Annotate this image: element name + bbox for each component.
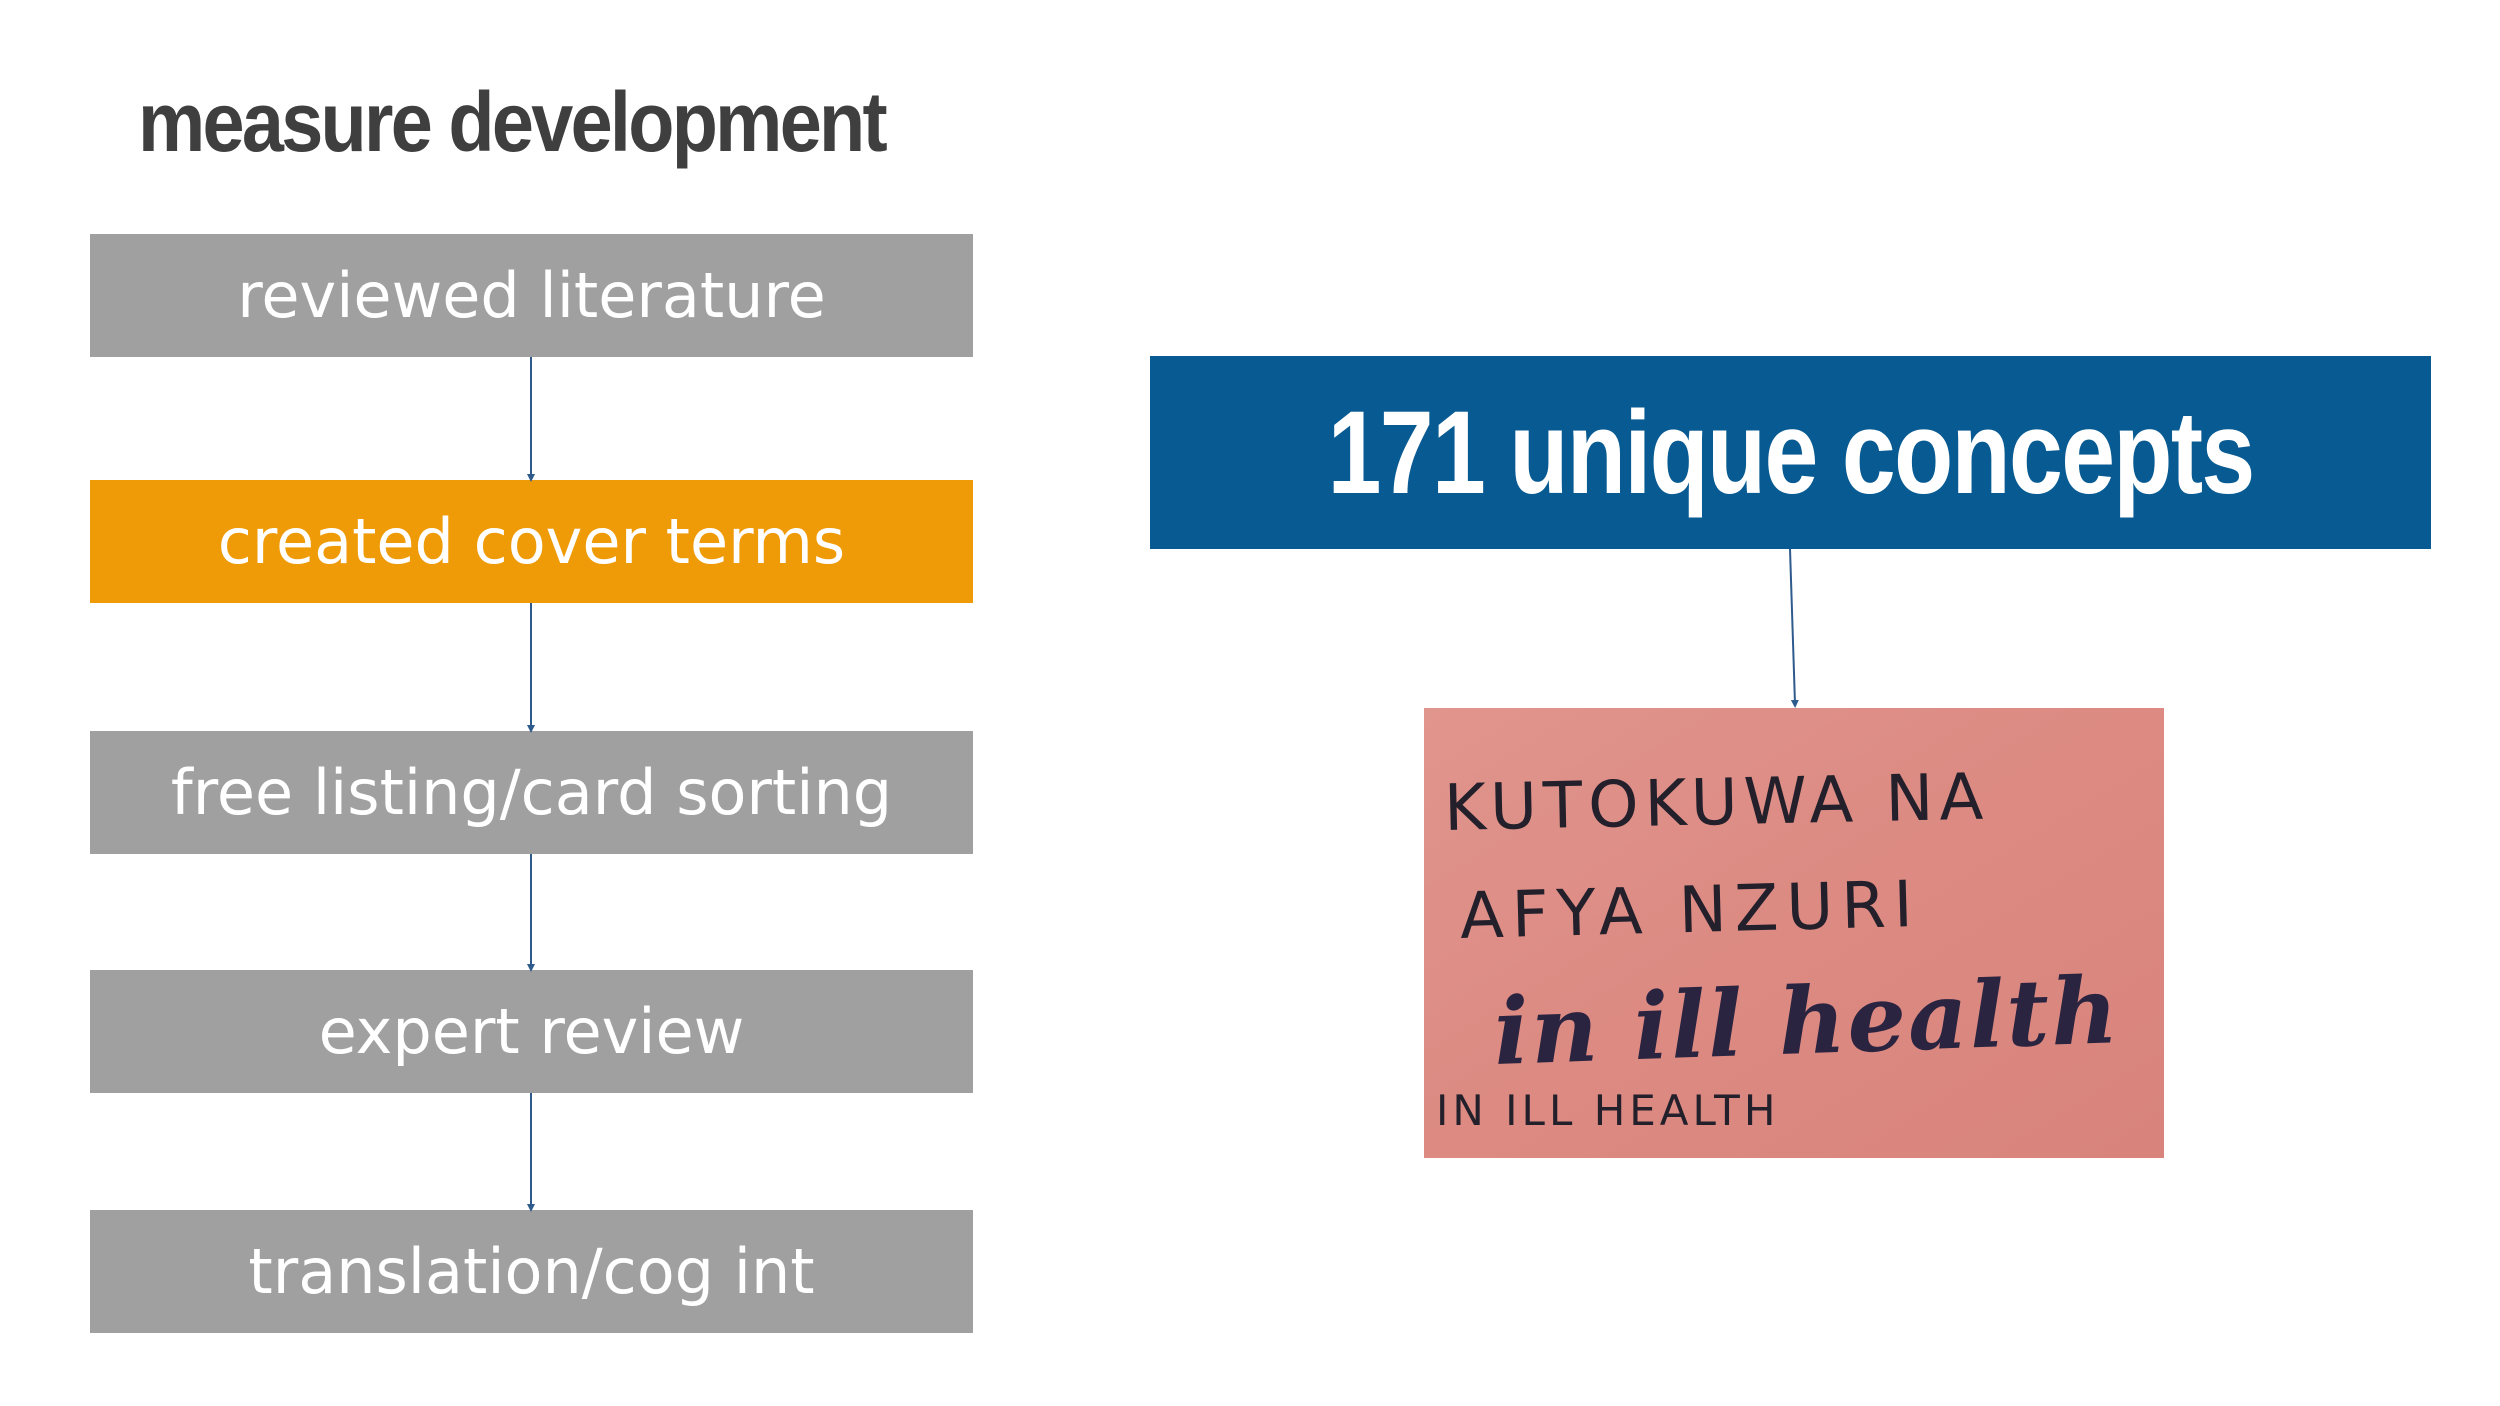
step-translation-cog-int: translation/cog int bbox=[90, 1210, 973, 1333]
slide-title: measure development bbox=[138, 75, 888, 169]
card-texture bbox=[1424, 708, 2164, 1158]
step-label: expert review bbox=[318, 995, 745, 1068]
step-label: free listing/card sorting bbox=[170, 756, 893, 829]
concepts-count-label: 171 unique concepts bbox=[1327, 386, 2256, 519]
step-label: created cover terms bbox=[217, 505, 846, 578]
step-reviewed-literature: reviewed literature bbox=[90, 234, 973, 357]
handwritten-card: KUTOKUWA NA AFYA NZURI in ill health IN … bbox=[1424, 708, 2164, 1158]
step-label: reviewed literature bbox=[237, 259, 826, 332]
step-expert-review: expert review bbox=[90, 970, 973, 1093]
step-label: translation/cog int bbox=[248, 1235, 815, 1308]
concepts-count-box: 171 unique concepts bbox=[1150, 356, 2431, 549]
card-swahili-line-1: KUTOKUWA NA bbox=[1443, 760, 1990, 846]
card-english-script: in ill health bbox=[1492, 956, 2122, 1086]
connector-arrow-5 bbox=[1789, 548, 1799, 708]
step-free-listing-card-sorting: free listing/card sorting bbox=[90, 731, 973, 854]
card-swahili-line-2: AFYA NZURI bbox=[1459, 867, 1922, 954]
step-created-cover-terms: created cover terms bbox=[90, 480, 973, 603]
card-english-caps: IN ILL HEALTH bbox=[1436, 1086, 1780, 1135]
